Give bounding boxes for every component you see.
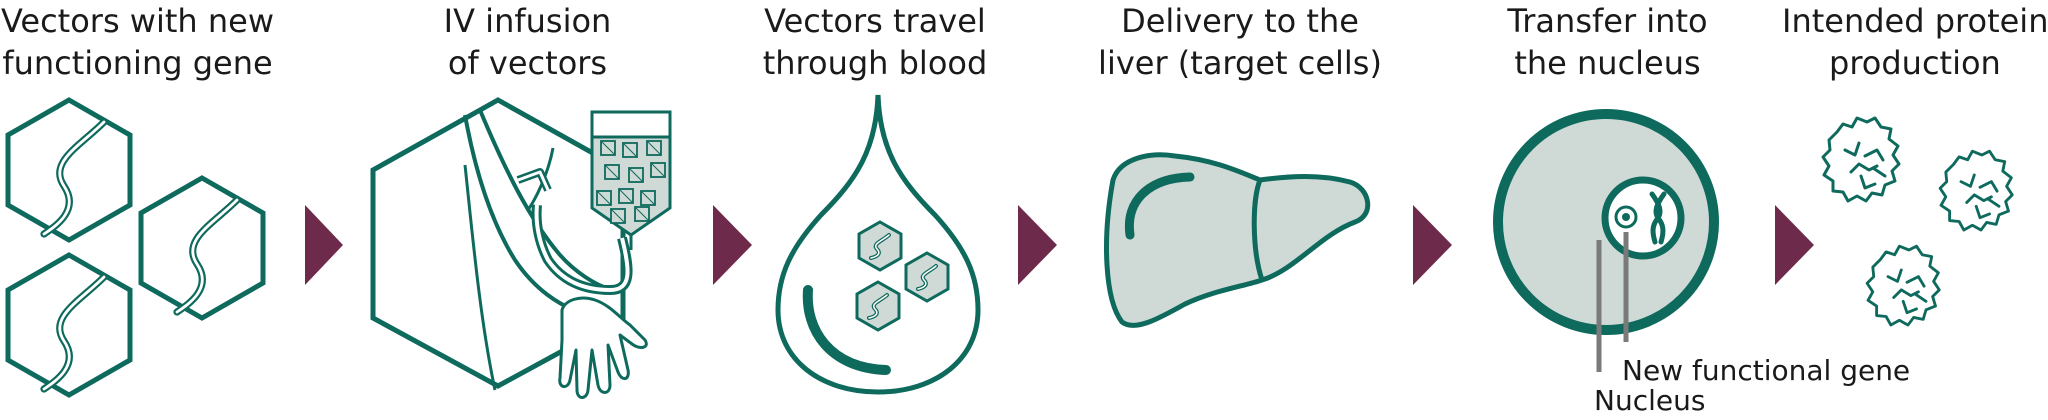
step-6-title-line2: production bbox=[1829, 44, 2001, 82]
protein-3-icon bbox=[1865, 244, 1941, 327]
new-functional-gene-label: New functional gene bbox=[1622, 354, 1911, 387]
infusion-illustration bbox=[370, 97, 672, 399]
step-5-title-line1: Transfer into bbox=[1507, 2, 1708, 40]
blood-drop-illustration bbox=[775, 94, 981, 395]
step-4-title: Delivery to the liver (target cells) bbox=[1090, 0, 1390, 84]
arrow-5-icon bbox=[1775, 205, 1814, 285]
step-4-title-line1: Delivery to the bbox=[1121, 2, 1359, 40]
step-1-title-line1: Vectors with new bbox=[0, 2, 274, 40]
arrow-1-icon bbox=[305, 205, 343, 285]
vector-hexagon-right bbox=[138, 175, 266, 321]
step-1-title: Vectors with new functioning gene bbox=[0, 0, 275, 84]
arrow-2-icon bbox=[713, 205, 752, 285]
vector-hexagon-top bbox=[5, 97, 133, 243]
protein-illustration bbox=[1821, 116, 2014, 327]
step-3-title: Vectors travel through blood bbox=[745, 0, 1005, 84]
step-3-title-line2: through blood bbox=[762, 44, 988, 82]
step-6-title: Intended protein production bbox=[1782, 0, 2048, 84]
vector-particle-1 bbox=[857, 220, 903, 272]
step-1-title-line2: functioning gene bbox=[2, 44, 273, 82]
liver-illustration bbox=[1104, 152, 1371, 328]
cell-illustration bbox=[1493, 109, 1719, 372]
step-2-title-line1: IV infusion bbox=[443, 2, 612, 40]
nucleus-label: Nucleus bbox=[1594, 384, 1706, 417]
arrow-3-icon bbox=[1018, 205, 1057, 285]
vector-particle-3 bbox=[855, 280, 901, 332]
step-5-title: Transfer into the nucleus bbox=[1490, 0, 1725, 84]
vector-hexagon-bottom bbox=[5, 252, 133, 398]
step-4-title-line2: liver (target cells) bbox=[1098, 44, 1382, 82]
chromosome-icon bbox=[1649, 191, 1667, 245]
protein-2-icon bbox=[1938, 149, 2014, 232]
step-3-title-line1: Vectors travel bbox=[764, 2, 986, 40]
vector-particle-2 bbox=[904, 251, 950, 303]
step-2-title: IV infusion of vectors bbox=[395, 0, 660, 84]
step-2-title-line2: of vectors bbox=[447, 44, 608, 82]
protein-1-icon bbox=[1821, 116, 1901, 203]
step-5-title-line2: the nucleus bbox=[1514, 44, 1701, 82]
step-6-title-line1: Intended protein bbox=[1782, 2, 2048, 40]
arrow-4-icon bbox=[1413, 205, 1452, 285]
